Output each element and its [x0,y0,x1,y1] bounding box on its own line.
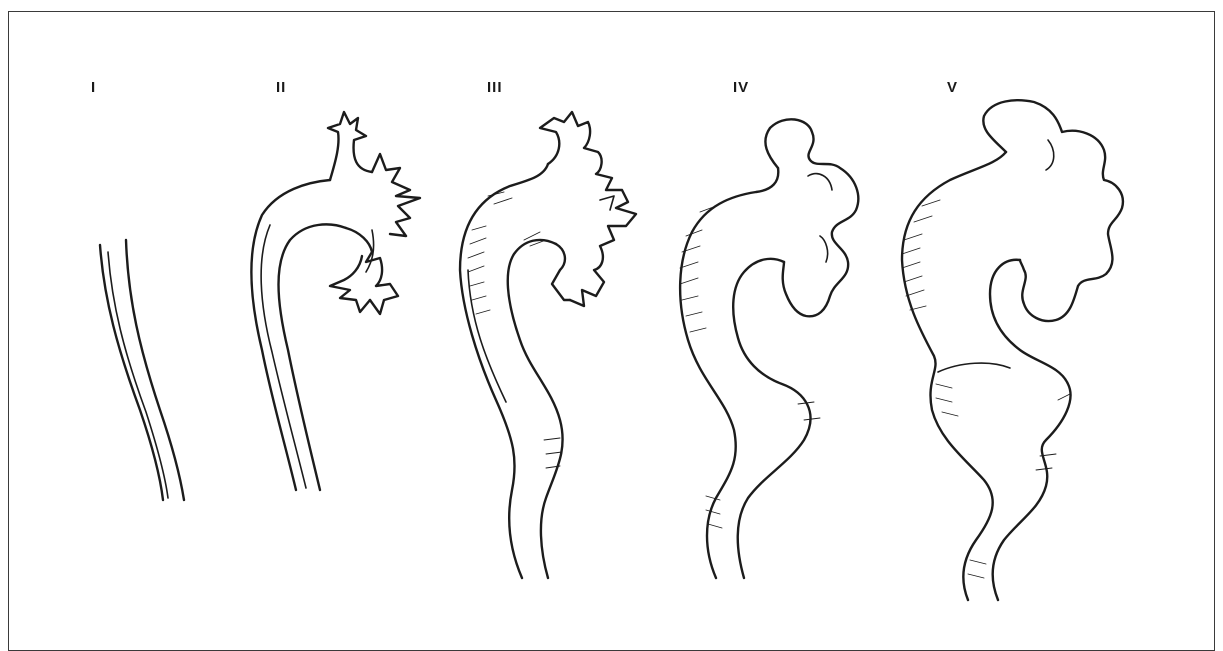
stage-iii-shading [468,192,562,468]
stage-iv-vessel [680,119,858,578]
stage-v-vessel [902,100,1123,600]
stages-drawing [0,0,1223,628]
stage-iv-shading [680,206,820,528]
stage-i-vessel [100,240,184,500]
stage-ii-vessel [251,112,420,490]
stage-v-shading [902,200,1070,578]
stage-iii-vessel [460,112,636,578]
